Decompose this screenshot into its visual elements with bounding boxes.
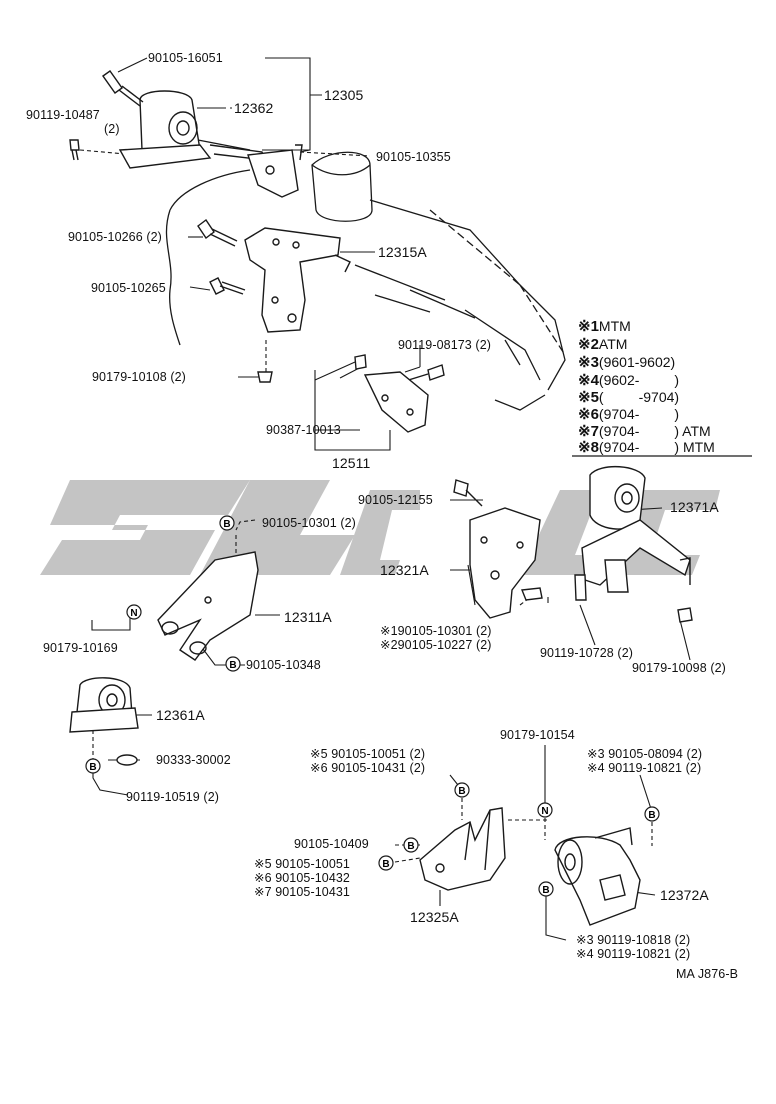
- label-90119-10487: 90119-10487: [26, 108, 100, 122]
- circle-b-90119-10519: B: [89, 762, 96, 773]
- bracket-12315A: [244, 227, 351, 333]
- bracket-12321A: [453, 479, 543, 619]
- label-12361A: 12361A: [156, 707, 205, 723]
- part-drawings: [69, 70, 693, 926]
- label-note3-90105-08094: ※3 90105-08094 (2): [587, 747, 703, 761]
- label-12305: 12305: [324, 87, 364, 103]
- bracket-12311A: [157, 551, 259, 661]
- engine-outline: [165, 151, 566, 411]
- bolt-90119-08173: [401, 364, 445, 383]
- legend-text: (9601-9602): [598, 354, 676, 370]
- label-90105-12155: 90105-12155: [358, 493, 433, 507]
- label-note1-90105-10301: ※190105-10301 (2): [380, 624, 492, 638]
- nut-90179-10108: [257, 371, 273, 383]
- legend-mark: ※1: [578, 318, 599, 335]
- label-note6-90105-10431: ※6 90105-10431 (2): [310, 761, 426, 775]
- legend-mark: ※6: [578, 406, 599, 423]
- label-note2-90105-10227: ※290105-10227 (2): [380, 638, 492, 652]
- bracket-12325A: [419, 807, 506, 891]
- label-90179-10108: 90179-10108 (2): [92, 370, 186, 384]
- legend-text: (9602- ): [598, 372, 680, 388]
- label-12511: 12511: [332, 455, 371, 471]
- legend-row-3: ※3(9601-9602): [578, 354, 675, 371]
- label-90119-10519: 90119-10519 (2): [126, 790, 220, 804]
- label-90333-30002: 90333-30002: [156, 753, 231, 767]
- label-note4-90119-10821: ※4 90119-10821 (2): [587, 761, 702, 775]
- circle-b-12325A-top: B: [458, 786, 465, 797]
- legend-text: MTM: [598, 318, 631, 334]
- watermark-logo: [40, 480, 720, 575]
- label-90387-10013: 90387-10013: [266, 423, 341, 437]
- label-note5-90105-10051: ※5 90105-10051 (2): [310, 747, 426, 761]
- label-90119-08173: 90119-08173 (2): [398, 338, 492, 352]
- mount-12361A: [69, 677, 139, 766]
- label-90119-10728: 90119-10728 (2): [540, 646, 634, 660]
- label-qty-2-90119-10487: (2): [104, 122, 120, 136]
- legend-mark: ※5: [578, 389, 599, 406]
- leader-lines: [79, 57, 691, 941]
- legend-row-1: ※1MTM: [578, 318, 631, 335]
- label-90105-16051: 90105-16051: [148, 51, 223, 65]
- label-note4-90119-10821b: ※4 90119-10821 (2): [576, 947, 691, 961]
- legend-text: ATM: [598, 336, 628, 352]
- label-90105-10266: 90105-10266 (2): [68, 230, 162, 244]
- legend-row-4: ※4(9602- ): [578, 372, 679, 389]
- legend-row-2: ※2ATM: [578, 336, 627, 353]
- legend-text: ( -9704): [598, 389, 680, 405]
- bolt-90119-10487: [69, 139, 80, 161]
- legend-row-8: ※8(9704- ) MTM: [578, 439, 715, 456]
- legend-text: (9704- ) MTM: [598, 439, 715, 455]
- legend-mark: ※3: [578, 354, 599, 371]
- mount-12371A: [574, 465, 693, 623]
- label-note5-90105-10051b: ※5 90105-10051: [254, 857, 350, 871]
- circle-b-12372A-top: B: [648, 810, 655, 821]
- callout-circles: B N B B B N B B B B: [85, 515, 660, 897]
- circle-b-90105-10301: B: [223, 519, 230, 530]
- legend-mark: ※4: [578, 372, 599, 389]
- label-12362: 12362: [234, 100, 274, 116]
- legend-mark: ※8: [578, 439, 599, 456]
- mount-12372A: [554, 827, 641, 926]
- bolt-90105-10266: [197, 218, 238, 247]
- label-90179-10098: 90179-10098 (2): [632, 661, 726, 675]
- circle-b-90105-10051: B: [382, 859, 389, 870]
- label-12321A: 12321A: [380, 562, 429, 578]
- label-90105-10409: 90105-10409: [294, 837, 369, 851]
- bolt-90105-16051: [102, 70, 144, 107]
- circle-n-90179-10154: N: [541, 806, 548, 817]
- page-reference: MA J876-B: [676, 967, 739, 981]
- label-note3-90119-10818: ※3 90119-10818 (2): [576, 933, 691, 947]
- label-90105-10265: 90105-10265: [91, 281, 166, 295]
- legend-row-6: ※6(9704- ): [578, 406, 679, 423]
- legend-row-7: ※7(9704- ) ATM: [578, 423, 711, 440]
- label-12325A: 12325A: [410, 909, 459, 925]
- label-12372A: 12372A: [660, 887, 709, 903]
- label-12311A: 12311A: [284, 609, 332, 625]
- label-90105-10348: 90105-10348: [246, 658, 321, 672]
- bolt-90105-10265: [209, 277, 246, 295]
- legend-mark: ※2: [578, 336, 599, 353]
- legend-text: (9704- ): [598, 406, 680, 422]
- label-90179-10154: 90179-10154: [500, 728, 575, 742]
- legend-row-5: ※5( -9704): [578, 389, 679, 406]
- circle-n-90179-10169: N: [130, 608, 137, 619]
- label-note6-90105-10432: ※6 90105-10432: [254, 871, 350, 885]
- label-90105-10301: 90105-10301 (2): [262, 516, 356, 530]
- circle-b-90105-10348: B: [229, 660, 236, 671]
- legend-mark: ※7: [578, 423, 599, 440]
- bracket-small-top: [247, 144, 303, 198]
- label-12315A: 12315A: [378, 244, 427, 260]
- legend-text: (9704- ) ATM: [598, 423, 711, 439]
- mount-12362: [118, 90, 267, 169]
- bracket-12511: [354, 354, 429, 433]
- label-note7-90105-10431: ※7 90105-10431: [254, 885, 350, 899]
- label-12371A: 12371A: [670, 499, 719, 515]
- circle-b-90105-10409: B: [407, 841, 414, 852]
- label-90179-10169: 90179-10169: [43, 641, 118, 655]
- label-90105-10355: 90105-10355: [376, 150, 451, 164]
- circle-b-12372A-bottom: B: [542, 885, 549, 896]
